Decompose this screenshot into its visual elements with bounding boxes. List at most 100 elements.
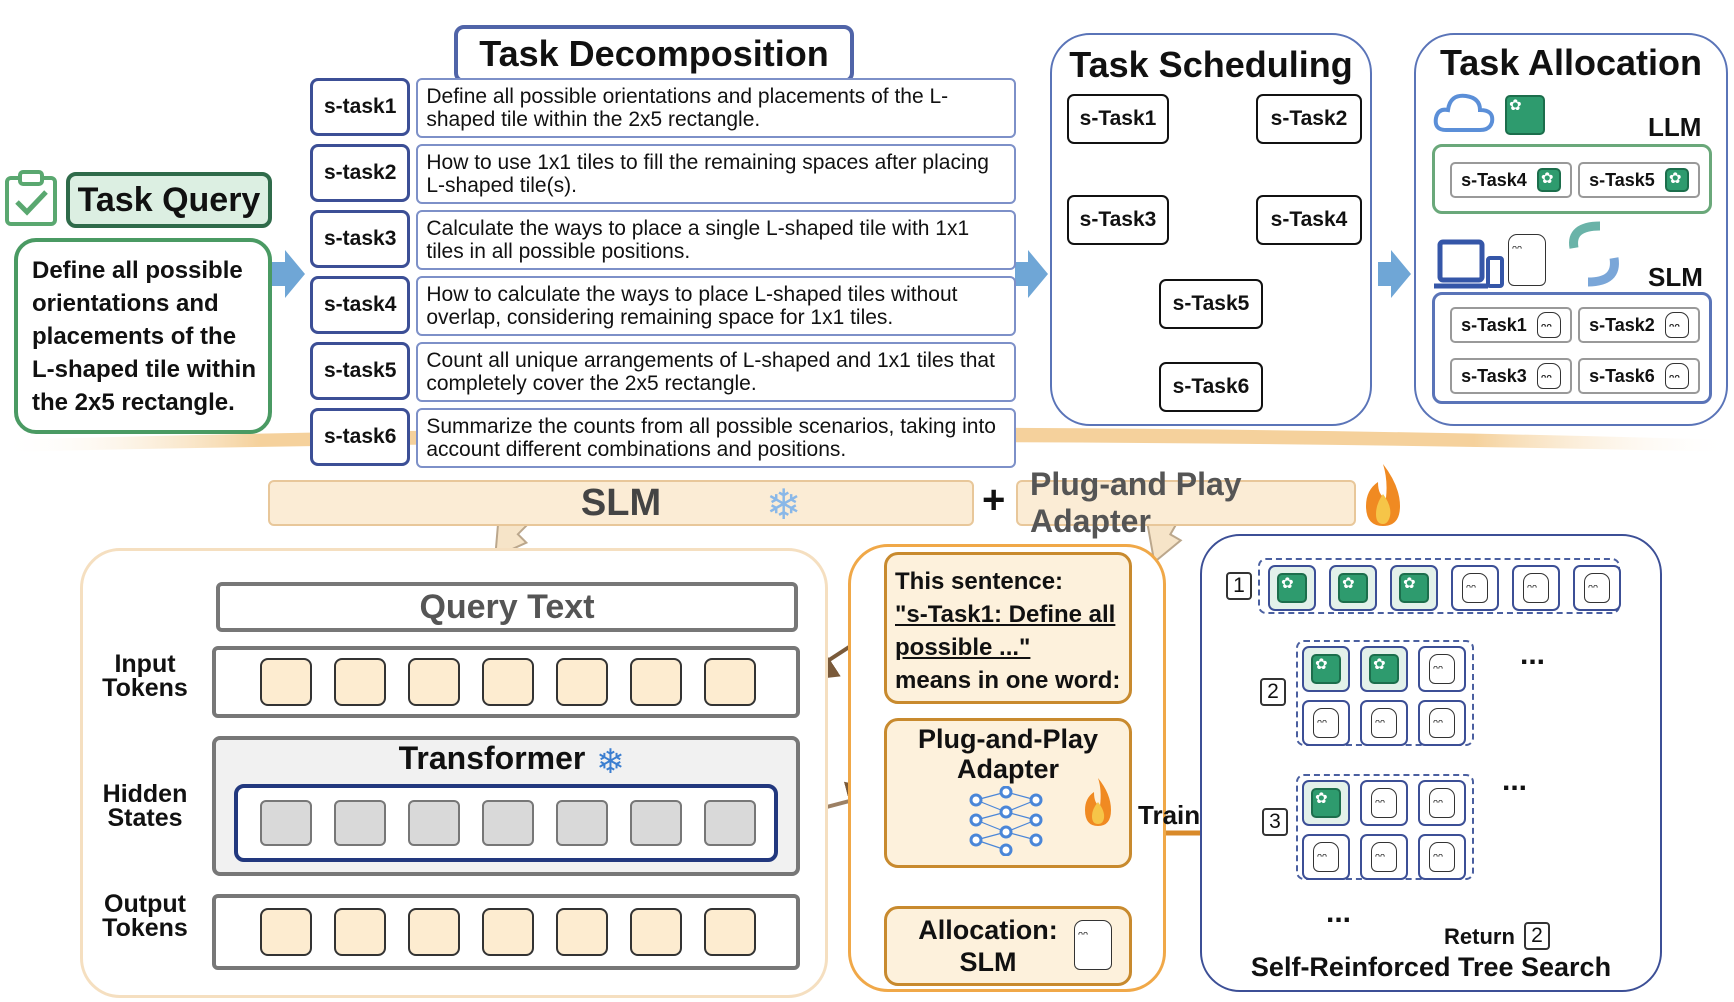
schedule-node-4: s-Task4 — [1256, 195, 1362, 245]
task-allocation-title: Task Allocation — [1439, 42, 1703, 83]
chip-label: s-Task3 — [1461, 365, 1527, 386]
chatgpt-icon — [1664, 168, 1689, 192]
clipboard-check-icon — [2, 168, 60, 228]
llm-node — [1390, 565, 1438, 611]
slm-node — [1418, 700, 1466, 746]
plus-sign: + — [982, 478, 1006, 522]
llama-icon — [1371, 708, 1397, 738]
slm-node — [1512, 565, 1560, 611]
llama-icon — [1429, 788, 1455, 818]
schedule-node-2: s-Task2 — [1256, 94, 1362, 144]
chatgpt-icon — [1399, 573, 1429, 603]
chatgpt-icon — [1505, 95, 1545, 135]
llama-icon — [1462, 573, 1488, 603]
llama-icon — [1429, 842, 1455, 872]
return-number: 2 — [1524, 922, 1550, 950]
task-decomposition-title: Task Decomposition — [454, 25, 854, 83]
output-tokens-label: Output Tokens — [102, 890, 188, 942]
swap-arrows-icon — [1562, 218, 1626, 290]
subtask-text: Define all possible orientations and pla… — [416, 78, 1016, 138]
chip-label: s-Task5 — [1589, 169, 1655, 190]
hidden-state — [556, 800, 608, 846]
slm-node — [1573, 565, 1621, 611]
return-label: Return — [1444, 924, 1515, 949]
llama-icon — [1584, 573, 1610, 603]
llama-icon — [1074, 920, 1114, 972]
subtask-tag: s-task1 — [310, 78, 411, 136]
slm-node — [1360, 834, 1408, 880]
llama-icon — [1664, 363, 1689, 389]
snowflake-icon: ❄ — [596, 743, 625, 781]
llm-chip-task5: s-Task5 — [1578, 162, 1700, 198]
chip-label: s-Task4 — [1461, 169, 1527, 190]
input-token — [334, 658, 386, 706]
query-text-box: Query Text — [216, 582, 798, 632]
subtask-text: How to calculate the ways to place L-sha… — [416, 276, 1016, 336]
adapter-bar: Plug-and Play Adapter — [1016, 466, 1356, 539]
output-token — [334, 908, 386, 956]
slm-node — [1418, 646, 1466, 692]
subtask-tag: s-task5 — [310, 342, 411, 400]
query-text-label: Query Text — [419, 587, 595, 626]
slm-bar-label: SLM — [580, 481, 662, 524]
transformer-label: Transformer — [398, 740, 586, 776]
llm-node — [1360, 646, 1408, 692]
task-query-title: Task Query — [66, 172, 272, 228]
input-token — [704, 658, 756, 706]
task-query-text: Define all possible orientations and pla… — [14, 238, 272, 434]
hidden-state — [334, 800, 386, 846]
output-token — [556, 908, 608, 956]
hidden-state — [482, 800, 534, 846]
subtask-tag: s-task6 — [310, 408, 411, 466]
allocation-label: Allocation: SLM — [918, 915, 1058, 977]
ellipsis-1: ... — [1520, 638, 1546, 671]
adapter-box-label: Plug-and-Play Adapter — [917, 724, 1099, 784]
cloud-icon — [1432, 88, 1496, 136]
slm-node — [1302, 700, 1350, 746]
subtask-tag: s-task4 — [310, 276, 411, 334]
fire-icon — [1356, 460, 1410, 530]
slm-chip-task3: s-Task3 — [1450, 358, 1572, 394]
subtask-text: Calculate the ways to place a single L-s… — [416, 210, 1016, 270]
ellipsis-2: ... — [1502, 764, 1528, 797]
snowflake-icon: ❄ — [766, 481, 802, 528]
slm-node — [1302, 834, 1350, 880]
schedule-node-1: s-Task1 — [1067, 94, 1169, 144]
input-token — [260, 658, 312, 706]
level-1-number: 1 — [1226, 572, 1252, 600]
slm-bar: SLM — [268, 480, 974, 526]
prompt-box: This sentence: "s-Task1: Define all poss… — [884, 552, 1132, 704]
chatgpt-icon — [1311, 788, 1341, 818]
slm-node — [1418, 780, 1466, 826]
slm-chip-task2: s-Task2 — [1578, 307, 1700, 343]
prompt-line-3: possible ..." — [895, 634, 1031, 661]
hidden-state — [408, 800, 460, 846]
hidden-states-label: Hidden States — [102, 780, 188, 832]
output-token — [482, 908, 534, 956]
llama-icon — [1508, 234, 1548, 290]
slm-chip-task6: s-Task6 — [1578, 358, 1700, 394]
chatgpt-icon — [1536, 168, 1561, 192]
llama-icon — [1429, 708, 1455, 738]
chip-label: s-Task2 — [1589, 314, 1655, 335]
llama-icon — [1313, 842, 1339, 872]
schedule-node-6: s-Task6 — [1159, 362, 1263, 412]
chatgpt-icon — [1369, 654, 1399, 684]
level-3-number: 3 — [1262, 808, 1288, 836]
llama-icon — [1371, 842, 1397, 872]
llm-node — [1302, 780, 1350, 826]
laptop-phone-icon — [1432, 238, 1504, 292]
slm-label: SLM — [1648, 262, 1703, 292]
llm-node — [1268, 565, 1316, 611]
subtask-text: Summarize the counts from all possible s… — [416, 408, 1016, 468]
chip-label: s-Task1 — [1461, 314, 1527, 335]
chatgpt-icon — [1311, 654, 1341, 684]
schedule-node-3: s-Task3 — [1067, 195, 1169, 245]
slm-node — [1360, 700, 1408, 746]
